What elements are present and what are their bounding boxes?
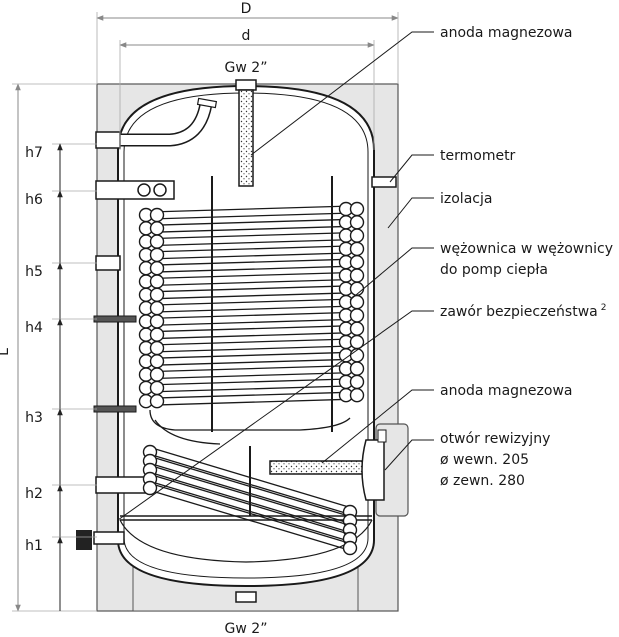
coil-turn <box>138 201 365 223</box>
coil-turn <box>138 361 365 382</box>
cold-inlet-h1 <box>93 531 125 545</box>
drain-valve <box>76 530 92 550</box>
inspection-cover <box>361 439 385 501</box>
height-level-h1: h1 <box>25 536 97 611</box>
height-label: h2 <box>25 486 43 502</box>
tank-inner-wall <box>123 92 369 579</box>
side-anode <box>269 460 365 475</box>
probe-h4 <box>93 315 137 323</box>
coil-turn <box>138 388 365 409</box>
label-coil-line1: wężownica w wężownicy <box>440 241 613 257</box>
lower-coil <box>142 444 358 556</box>
height-label: h6 <box>25 192 43 208</box>
coil-turn <box>138 215 365 236</box>
coil-turn <box>138 321 365 342</box>
label-safety-valve-note: 2 <box>601 303 607 313</box>
coil-turn <box>138 334 365 356</box>
dimension-D: D <box>241 1 252 17</box>
label-inspection-line2: ø wewn. 205 <box>440 452 529 468</box>
height-label: h3 <box>25 410 43 426</box>
probe-h3 <box>93 405 137 413</box>
height-level-h4: h4 <box>25 318 97 611</box>
height-label: h5 <box>25 264 43 280</box>
label-inspection-line1: otwór rewizyjny <box>440 431 550 447</box>
label-insulation: izolacja <box>440 191 492 207</box>
height-level-h5: h5 <box>25 262 97 611</box>
coil-turn <box>138 255 365 276</box>
coil-turn <box>138 294 365 316</box>
coil-connector-h2 <box>95 476 147 494</box>
top-anode <box>238 89 254 187</box>
label-inspection-line3: ø zewn. 280 <box>440 473 525 489</box>
coil-turn <box>138 228 365 249</box>
label-anode-top: anoda magnezowa <box>440 25 572 41</box>
lower-coil-turn <box>142 480 358 556</box>
label-anode-side: anoda magnezowa <box>440 383 572 399</box>
height-label: h7 <box>25 145 43 161</box>
dimension-d: d <box>242 28 251 44</box>
coil-turn <box>138 374 365 396</box>
height-levels: h7 h6 h5 h4 h3 h2 h1 <box>25 143 97 611</box>
height-level-h3: h3 <box>25 408 97 611</box>
sensor-port-h5 <box>95 255 121 271</box>
label-safety-valve-text: zawór bezpieczeństwa <box>440 304 598 320</box>
upper-coil <box>138 201 365 445</box>
label-coil-line2: do pomp ciepła <box>440 262 548 278</box>
label-thermometer: termometr <box>440 148 516 164</box>
top-connection-label: Gw 2” <box>225 60 268 76</box>
height-label: h4 <box>25 320 43 336</box>
coil-turn <box>138 241 365 263</box>
top-fitting <box>235 79 257 91</box>
thermometer-port <box>371 176 397 188</box>
bottom-connection-label: Gw 2” <box>225 621 268 637</box>
callout-leaders <box>117 31 434 521</box>
bottom-fitting <box>235 591 257 603</box>
coil-connector-h6 <box>95 180 175 200</box>
dimension-L: L <box>0 348 12 356</box>
height-label: h1 <box>25 538 43 554</box>
